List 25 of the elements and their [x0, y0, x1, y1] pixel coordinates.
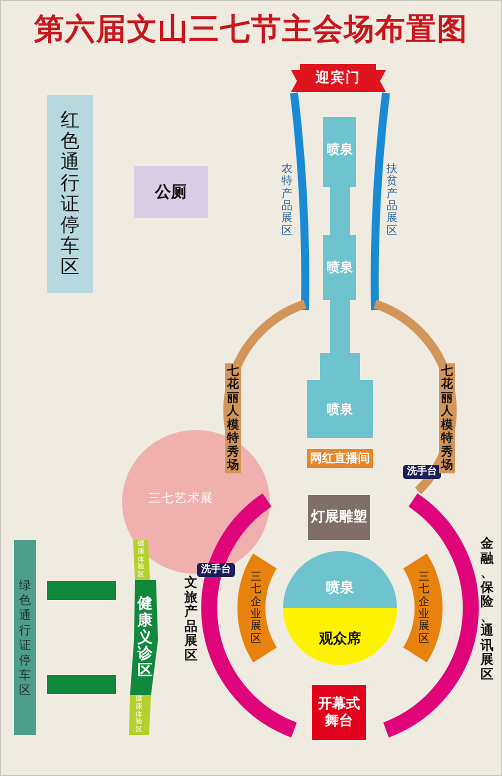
area-label: 七花丽人模特秀场	[439, 363, 455, 473]
parking-area: 绿色通行证停车区	[14, 540, 36, 735]
area-label: 金融、保险、通讯展区	[480, 537, 494, 683]
sculpture-area: 灯展雕塑	[308, 495, 370, 540]
area-label: 三七企业展区	[250, 571, 262, 645]
livestream-room: 网红直播间	[307, 449, 373, 468]
area-label: 三七艺术展	[148, 492, 214, 504]
area-label: 健康义诊区	[138, 595, 152, 679]
parking-bar	[47, 675, 116, 694]
fountain-label: 喷泉	[327, 404, 353, 416]
area-label: 农特产品展区	[282, 163, 292, 237]
area-label: 七花丽人模特秀场	[225, 363, 241, 473]
toilet-block: 公厕	[134, 166, 208, 218]
gate-label: 迎宾门	[316, 71, 360, 85]
area-label: 三七企业展区	[418, 571, 430, 645]
parking-bar	[47, 581, 116, 600]
area-label: 观众席	[319, 632, 361, 646]
stage: 开幕式舞台	[312, 685, 366, 740]
area-label: 文旅产品展区	[184, 576, 198, 664]
parking-area: 红色通行证停车区	[47, 95, 93, 293]
fountain-label: 喷泉	[327, 144, 353, 156]
area-label: 扶贫产品展区	[386, 163, 398, 237]
title: 第六届文山三七节主会场布置图	[34, 12, 468, 47]
fountain-label: 喷泉	[327, 262, 353, 274]
fountain-label: 喷泉	[326, 581, 354, 595]
